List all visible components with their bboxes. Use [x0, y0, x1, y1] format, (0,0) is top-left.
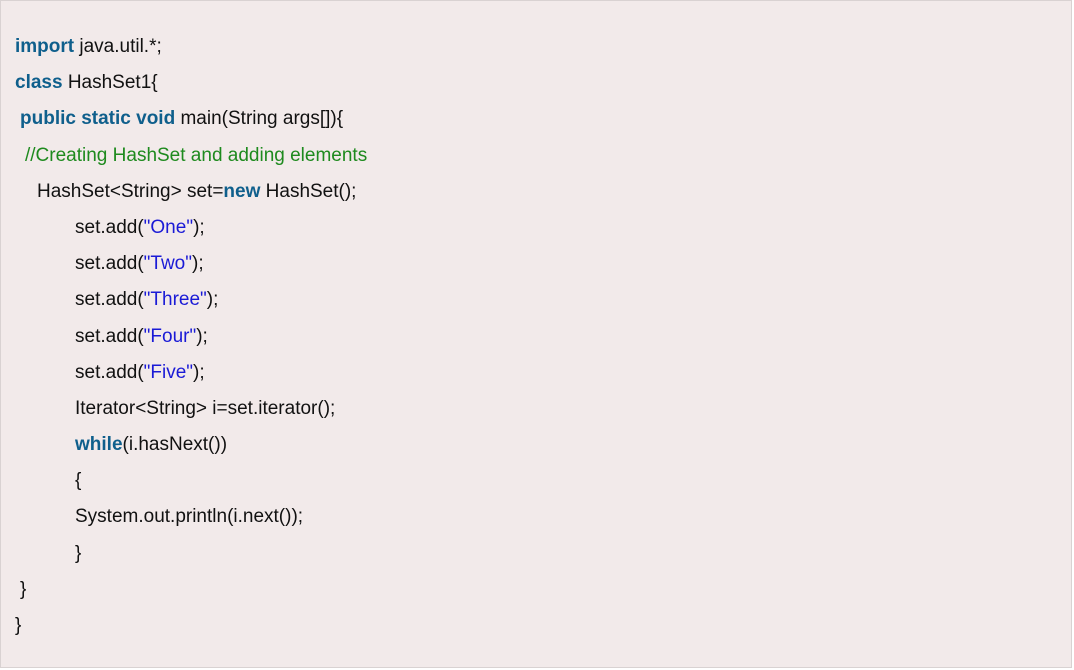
code-line: import java.util.*;: [1, 29, 1071, 65]
code-text: HashSet<String> set=: [37, 180, 224, 202]
code-text: set.add(: [75, 361, 144, 383]
code-keyword: while: [75, 434, 123, 456]
code-text: (i.hasNext()): [122, 434, 228, 456]
code-text: Iterator<String> i=set.iterator();: [75, 397, 336, 419]
code-line: set.add("Three");: [1, 282, 1071, 318]
code-text: System.out.println(i.next());: [75, 506, 304, 528]
code-text: java.util.*;: [74, 36, 162, 57]
code-text: );: [193, 216, 205, 238]
code-line: System.out.println(i.next());: [1, 499, 1071, 535]
code-text: set.add(: [75, 325, 144, 347]
code-lines: import java.util.*;class HashSet1{public…: [1, 29, 1071, 644]
code-line: set.add("Four");: [1, 319, 1071, 355]
code-text: );: [206, 289, 219, 311]
code-keyword: public static void: [20, 108, 176, 130]
code-text: main(String args[]){: [175, 108, 344, 130]
code-line: while(i.hasNext()): [1, 427, 1071, 463]
code-text: set.add(: [75, 289, 144, 311]
code-text: );: [193, 361, 205, 383]
code-text: {: [75, 470, 82, 492]
code-keyword: class: [15, 72, 63, 94]
code-line: }: [1, 608, 1071, 644]
code-line: set.add("Five");: [1, 355, 1071, 391]
code-text: HashSet1{: [62, 72, 158, 94]
code-text: set.add(: [75, 253, 144, 275]
code-keyword: new: [223, 180, 261, 202]
code-text: }: [20, 578, 27, 600]
code-line: HashSet<String> set=new HashSet();: [1, 174, 1071, 210]
code-line: class HashSet1{: [1, 65, 1071, 101]
code-text: }: [15, 615, 22, 636]
code-string: "One": [143, 216, 194, 238]
code-text: HashSet();: [260, 180, 357, 202]
code-line: }: [1, 536, 1071, 572]
code-comment: //Creating HashSet and adding elements: [25, 144, 368, 166]
code-line: set.add("One");: [1, 210, 1071, 246]
code-keyword: import: [15, 36, 75, 57]
code-string: "Four": [143, 325, 197, 347]
code-string: "Five": [143, 361, 194, 383]
code-line: set.add("Two");: [1, 246, 1071, 282]
code-line: {: [1, 463, 1071, 499]
code-string: "Three": [143, 289, 207, 311]
code-text: );: [196, 325, 208, 347]
code-string: "Two": [143, 253, 192, 275]
code-line: public static void main(String args[]){: [1, 101, 1071, 137]
code-line: }: [1, 572, 1071, 608]
code-line: Iterator<String> i=set.iterator();: [1, 391, 1071, 427]
code-text: );: [192, 253, 204, 275]
code-text: set.add(: [75, 216, 144, 238]
code-line: //Creating HashSet and adding elements: [1, 138, 1071, 174]
code-text: }: [75, 542, 82, 564]
